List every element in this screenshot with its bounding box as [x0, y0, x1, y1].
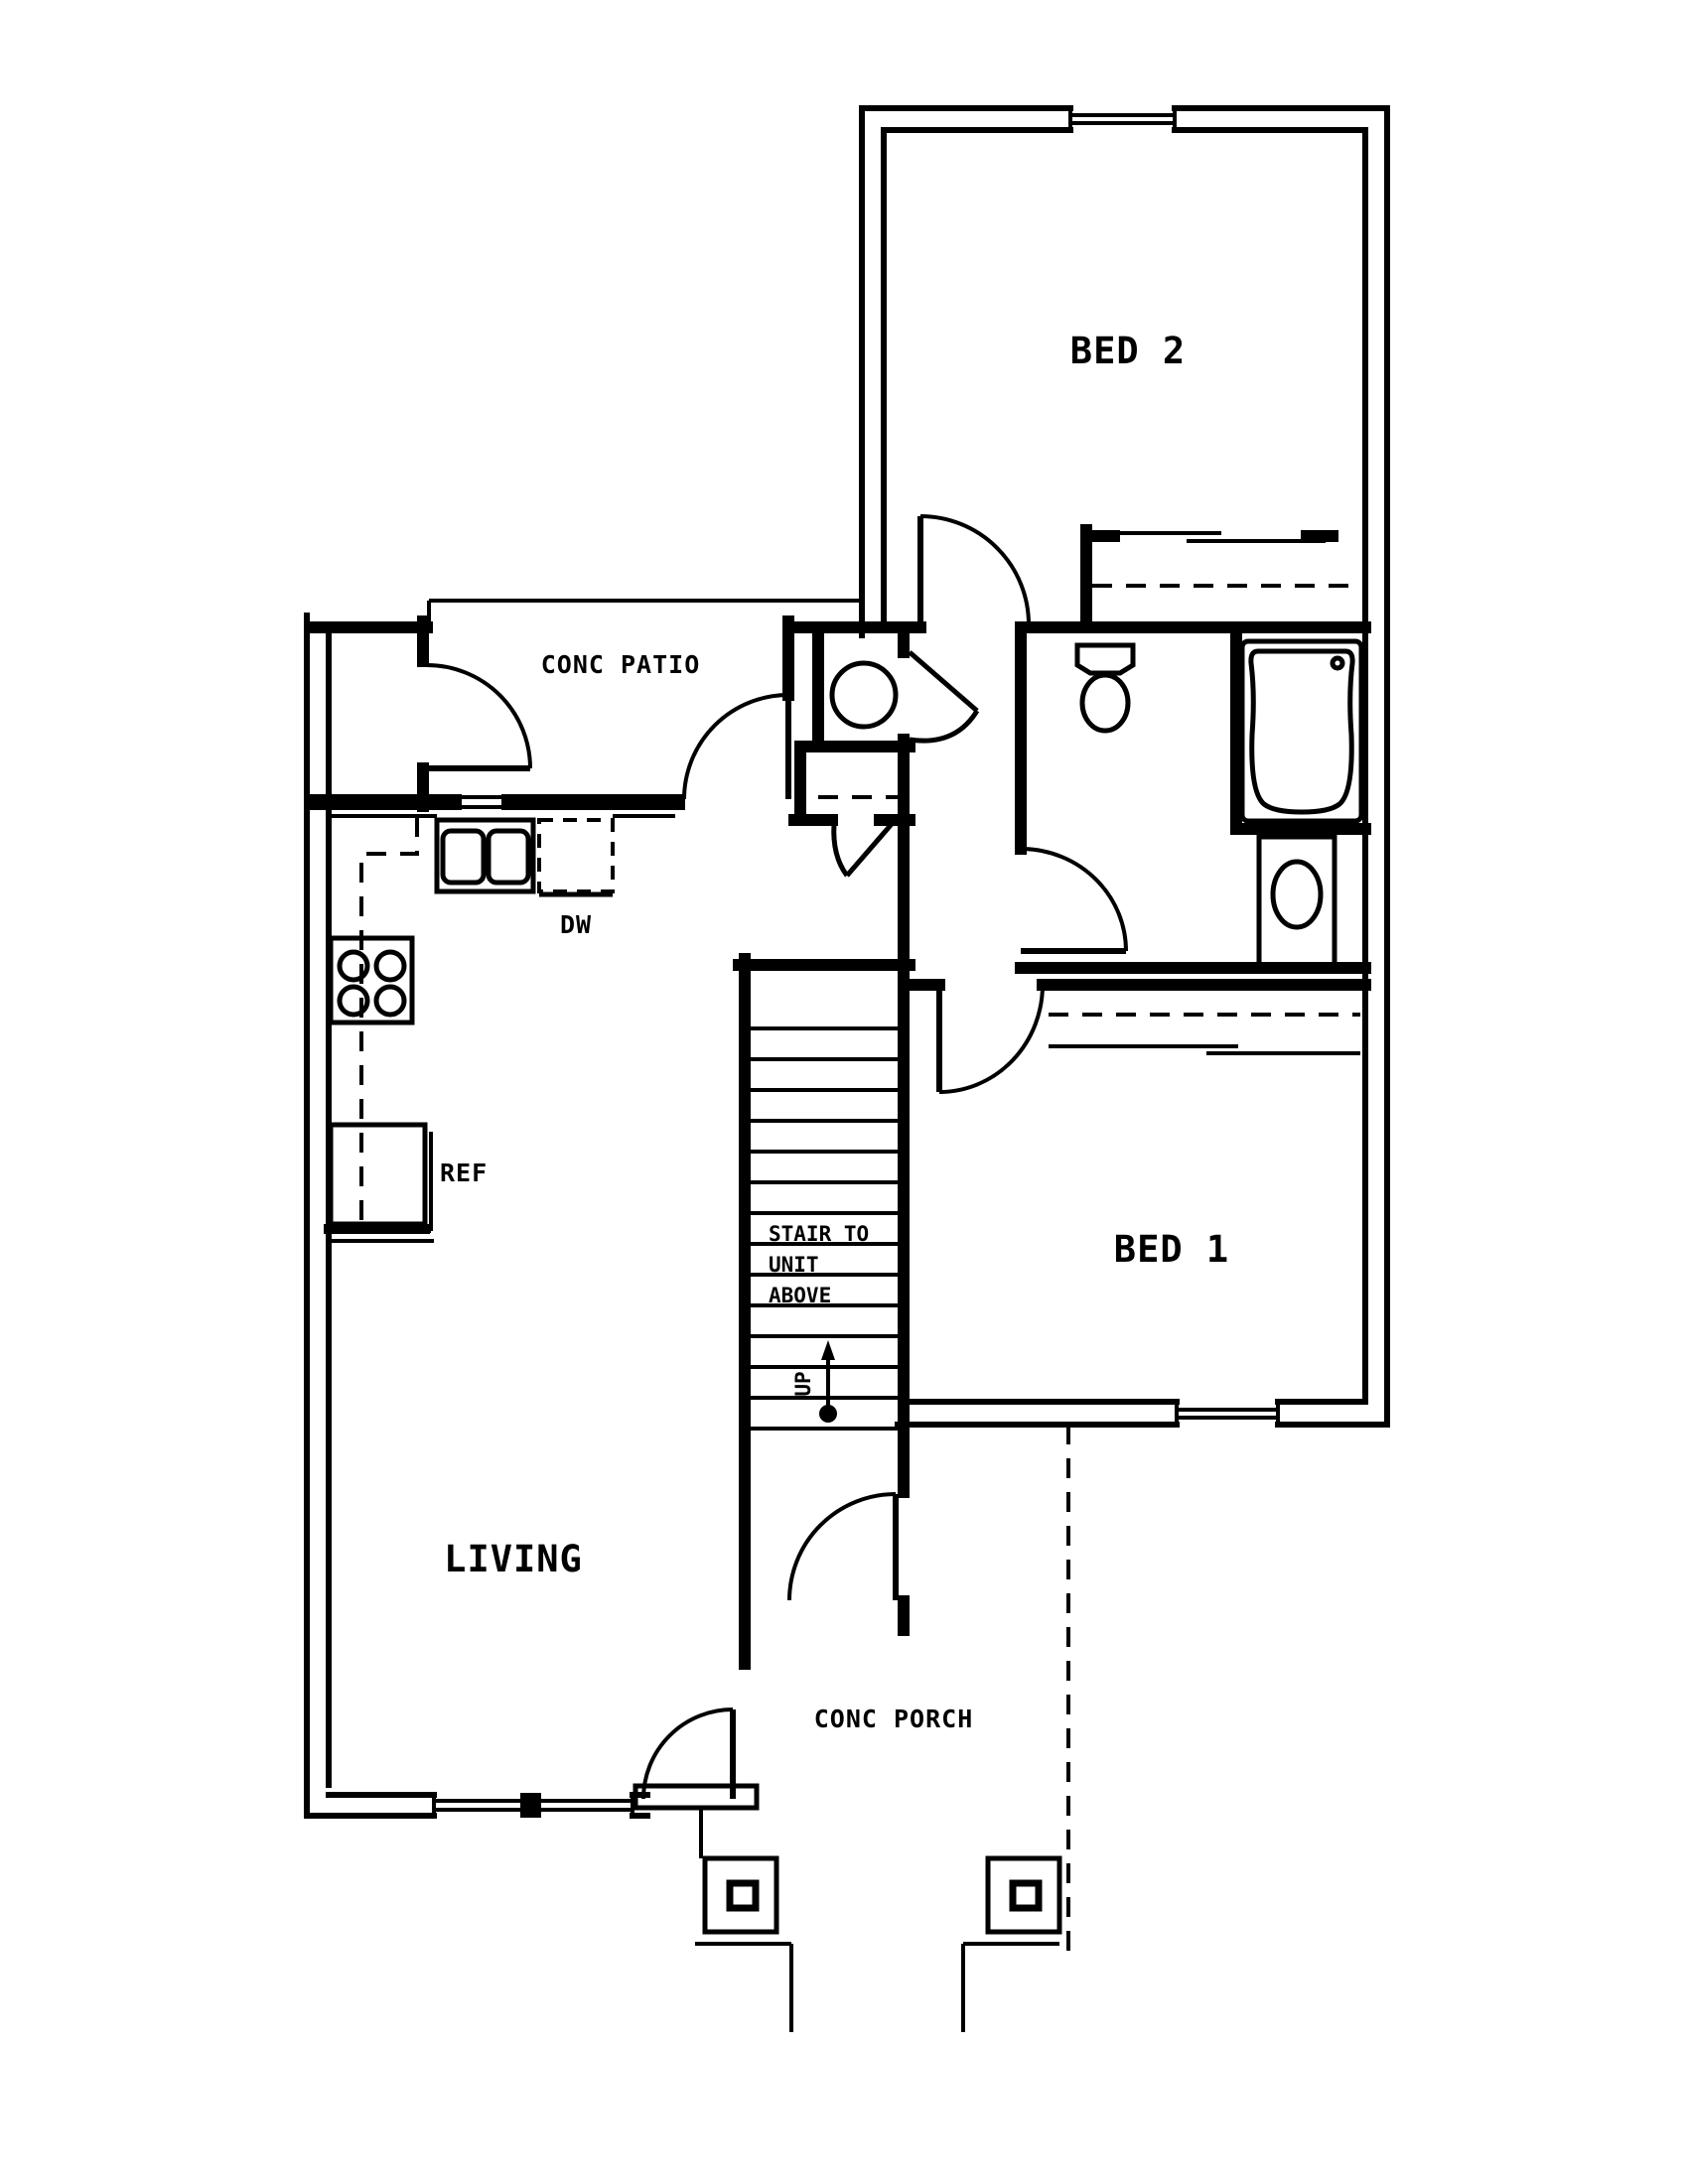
kitchen-counter-line	[359, 817, 419, 1224]
stair-treads	[751, 1026, 898, 1431]
window-living-mullion	[520, 1793, 541, 1818]
water-heater	[829, 660, 899, 730]
vanity-sink	[1256, 834, 1337, 969]
porch-slab-walkway	[695, 1808, 1059, 2032]
up-label: UP	[791, 1371, 815, 1396]
door-utility-closet-wedge	[831, 822, 894, 878]
ref-label: REF	[440, 1159, 488, 1187]
bed2-label: BED 2	[1070, 330, 1186, 372]
interior-walls	[305, 524, 1371, 1670]
door-wh-closet-pie	[908, 650, 980, 744]
bed1-closet-shelves	[1049, 1044, 1360, 1055]
bed1-label: BED 1	[1114, 1228, 1229, 1271]
kitchen-sink	[434, 817, 536, 894]
window-bed1	[1175, 1402, 1280, 1425]
stair-note-line3: ABOVE	[769, 1284, 831, 1307]
door-bed2	[917, 514, 1031, 625]
site-lines	[329, 531, 1360, 2032]
dishwasher	[537, 818, 615, 897]
bed2-closet-shelves	[1110, 531, 1326, 543]
door-bed1	[936, 984, 1045, 1094]
range	[328, 935, 415, 1025]
up-arrow	[819, 1340, 837, 1423]
toilet	[1074, 642, 1136, 734]
fixtures	[328, 638, 1364, 1935]
porch-post-right	[985, 1855, 1062, 1935]
up-arrow-head	[821, 1340, 835, 1360]
window-kitchen	[452, 794, 511, 810]
living-label: LIVING	[444, 1538, 583, 1580]
conc-porch-label: CONC PORCH	[814, 1705, 974, 1733]
entry-stoop	[633, 1783, 760, 1811]
bathtub	[1239, 638, 1364, 824]
door-bath	[1021, 847, 1128, 954]
stair-note-line2: UNIT	[769, 1253, 819, 1277]
conc-patio-label: CONC PATIO	[541, 650, 701, 679]
windows	[432, 108, 1280, 1818]
stair-note-line1: STAIR TO	[769, 1222, 869, 1246]
door-storage-closet	[426, 663, 532, 771]
dw-label: DW	[560, 910, 592, 939]
dashed-lines	[359, 584, 1360, 1953]
doors	[426, 514, 1128, 1800]
porch-post-left	[702, 1855, 779, 1935]
labels: BED 2 BED 1 LIVING CONC PATIO CONC PORCH…	[440, 330, 1229, 1733]
window-bed2	[1068, 108, 1177, 130]
refrigerator	[328, 1122, 433, 1233]
stairs	[751, 1026, 898, 1431]
door-patio-kitchen	[682, 693, 791, 800]
window-living	[432, 1793, 634, 1818]
patio-outline	[427, 599, 862, 623]
door-stair-hall	[787, 1492, 899, 1601]
